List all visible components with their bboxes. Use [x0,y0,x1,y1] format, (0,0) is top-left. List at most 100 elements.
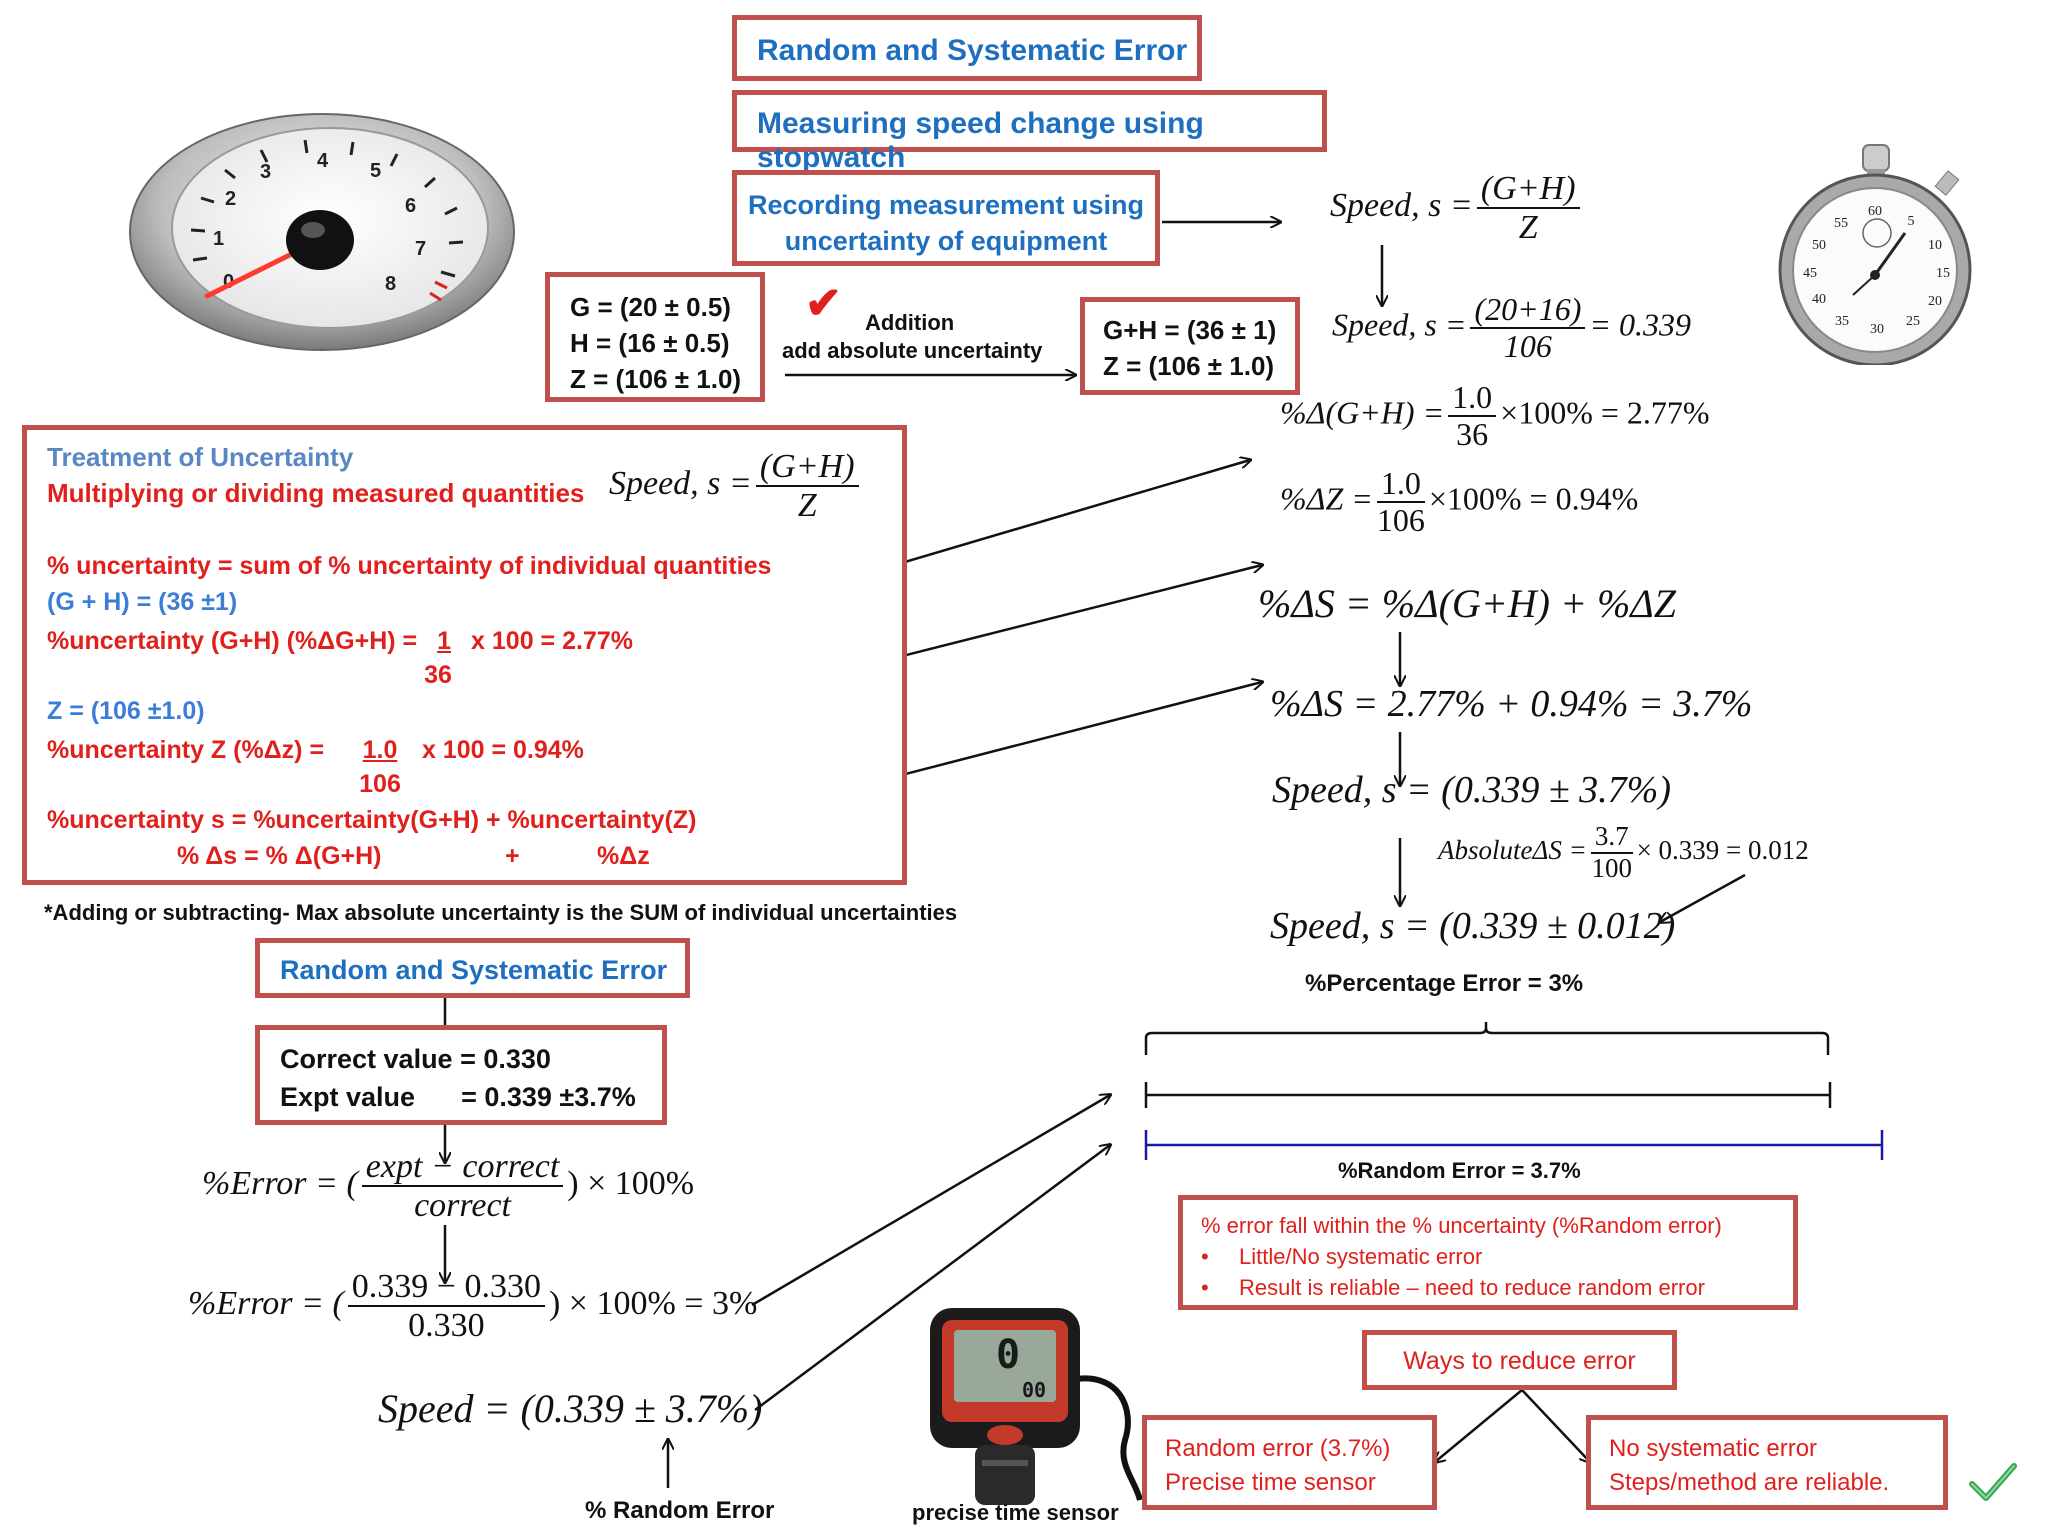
stopwatch-tick-55: 55 [1834,216,1848,231]
adding-note: *Adding or subtracting- Max absolute unc… [44,900,958,925]
speedo-tick-8: 8 [385,273,396,295]
eq-speed: Speed, s =(G+H)Z [1330,170,1584,247]
speedo-tick-0: 0 [223,271,234,293]
treatment-heading: Treatment of Uncertainty [47,442,354,472]
treatment-box: Treatment of Uncertainty Multiplying or … [22,425,907,885]
speedo-tick-5: 5 [370,160,381,182]
check-icon: ✔ [805,279,842,328]
treatment-s-plus: + [505,842,520,870]
eq-speed-result: = 0.339 [1589,306,1691,343]
addition-label: Addition [865,310,955,335]
correct-expt-box: Correct value = 0.330 Expt value= 0.339 … [255,1025,667,1125]
title-box-measuring: Measuring speed change using stopwatch [732,90,1327,174]
treatment-s-a: % Δs = % Δ(G+H) [177,842,382,870]
treatment-formula: Speed, s =(G+H)Z [609,448,863,525]
arrow-reduce-right [1521,1389,1590,1462]
title-recording-line1: Recording measurement using [747,190,1145,220]
eq-speed-pct: Speed, s = (0.339 ± 3.7%) [1272,769,1671,811]
stopwatch-tick-20: 20 [1928,294,1942,309]
stopwatch-tick-60: 60 [1868,204,1882,219]
value-g: G = (20 ± 0.5) [570,292,731,322]
reduce-title-box: Ways to reduce error [1362,1330,1677,1390]
reduce-left-1: Random error (3.7%) [1165,1435,1391,1462]
stopwatch-tick-45: 45 [1803,266,1817,281]
title-box-random-systematic: Random and Systematic Error [732,15,1202,81]
sum-gh: G+H = (36 ± 1) [1103,315,1277,345]
stopwatch-tick-35: 35 [1835,314,1849,329]
conclusion-box: % error fall within the % uncertainty (%… [1178,1195,1798,1310]
random-error-label: % Random Error [585,1497,775,1524]
speedometer-image: 0 1 2 3 4 5 6 7 8 [129,113,515,351]
correct-value: Correct value = 0.330 [280,1044,551,1074]
lower-title-box: Random and Systematic Error [255,938,690,998]
values-box: G = (20 ± 0.5) H = (16 ± 0.5) Z = (106 ±… [545,272,765,402]
reduce-left-2: Precise time sensor [1165,1469,1376,1496]
value-z: Z = (106 ± 1.0) [570,364,742,394]
speedo-tick-7: 7 [415,238,426,260]
lower-speed: Speed = (0.339 ± 3.7%) [378,1386,763,1431]
treatment-s-b: %Δz [597,842,650,870]
stopwatch-image: 60 5 10 15 20 25 30 35 40 45 50 55 [1778,144,1972,365]
title-random-systematic: Random and Systematic Error [757,34,1188,67]
treatment-gh-line: %uncertainty (G+H) (%ΔG+H) = 1 36 x 100 … [47,627,633,689]
speedo-tick-3: 3 [260,161,271,183]
stopwatch-tick-40: 40 [1812,292,1826,307]
conclusion-bullet-1: •Little/No systematic error [1201,1244,1483,1269]
addition-sublabel: add absolute uncertainty [782,338,1043,363]
reduce-right-1: No systematic error [1609,1435,1818,1462]
stopwatch-tick-10: 10 [1928,238,1942,253]
speedo-tick-1: 1 [213,228,224,250]
sensor-display-small: 00 [1022,1378,1046,1402]
reduce-right-box: No systematic error Steps/method are rel… [1586,1415,1948,1510]
arrow-err-to-scale [751,1095,1110,1307]
pct-error-label: %Percentage Error = 3% [1305,970,1584,997]
treatment-rule: % uncertainty = sum of % uncertainty of … [47,552,772,580]
stopwatch-tick-25: 25 [1906,314,1920,329]
check-corner-icon [1969,1463,2017,1501]
eq-pct-s-value: %ΔS = 2.77% + 0.94% = 3.7% [1270,683,1753,725]
title-box-recording: Recording measurement using uncertainty … [732,170,1160,266]
treatment-z-line: %uncertainty Z (%Δz) = 1.0 106 x 100 = 0… [47,736,584,798]
eq-speed-abs: Speed, s = (0.339 ± 0.012) [1270,905,1676,947]
stopwatch-tick-5: 5 [1908,214,1915,229]
conclusion-bullet-2: •Result is reliable – need to reduce ran… [1201,1275,1705,1300]
random-error-scale-label: %Random Error = 3.7% [1338,1158,1581,1183]
eq-pct-s-formula: %ΔS = %Δ(G+H) + %ΔZ [1258,581,1677,626]
lower-title: Random and Systematic Error [280,955,668,985]
sensor-label: precise time sensor [912,1500,1119,1525]
title-recording-line2: uncertainty of equipment [784,226,1108,256]
sum-box: G+H = (36 ± 1) Z = (106 ± 1.0) [1080,297,1300,395]
eq-speed-den: Z [1518,209,1538,247]
pct-error-brace [1144,1022,1830,1055]
treatment-subheading: Multiplying or dividing measured quantit… [47,478,585,508]
reduce-left-box: Random error (3.7%) Precise time sensor [1142,1415,1437,1510]
value-h: H = (16 ± 0.5) [570,328,730,358]
eq-speed-numeric: Speed, s =(20+16)106= 0.339 [1332,291,1691,365]
treatment-z: Z = (106 ±1.0) [47,697,205,725]
arrow-reduce-left [1435,1389,1523,1462]
eq-speed-num: (G+H) [1476,170,1580,210]
speedo-tick-2: 2 [225,188,236,210]
reduce-right-2: Steps/method are reliable. [1609,1469,1890,1496]
title-measuring: Measuring speed change using stopwatch [757,107,1204,174]
arrow-abs-to-speed [1660,873,1746,922]
treatment-s-line: %uncertainty s = %uncertainty(G+H) + %un… [47,806,697,834]
stopwatch-tick-50: 50 [1812,238,1826,253]
expt-value: Expt value= 0.339 ±3.7% [280,1082,636,1112]
sum-z: Z = (106 ± 1.0) [1103,351,1275,381]
speedo-tick-4: 4 [317,150,329,172]
arrow-speed-to-scale [754,1145,1110,1412]
treatment-gh: (G + H) = (36 ±1) [47,588,238,616]
time-sensor-image: 0 00 [930,1308,1143,1505]
stopwatch-tick-30: 30 [1870,322,1884,337]
conclusion-line: % error fall within the % uncertainty (%… [1201,1213,1722,1238]
reduce-title: Ways to reduce error [1403,1347,1636,1375]
sensor-display: 0 [996,1332,1020,1378]
stopwatch-tick-15: 15 [1936,266,1950,281]
speedo-tick-6: 6 [405,195,416,217]
